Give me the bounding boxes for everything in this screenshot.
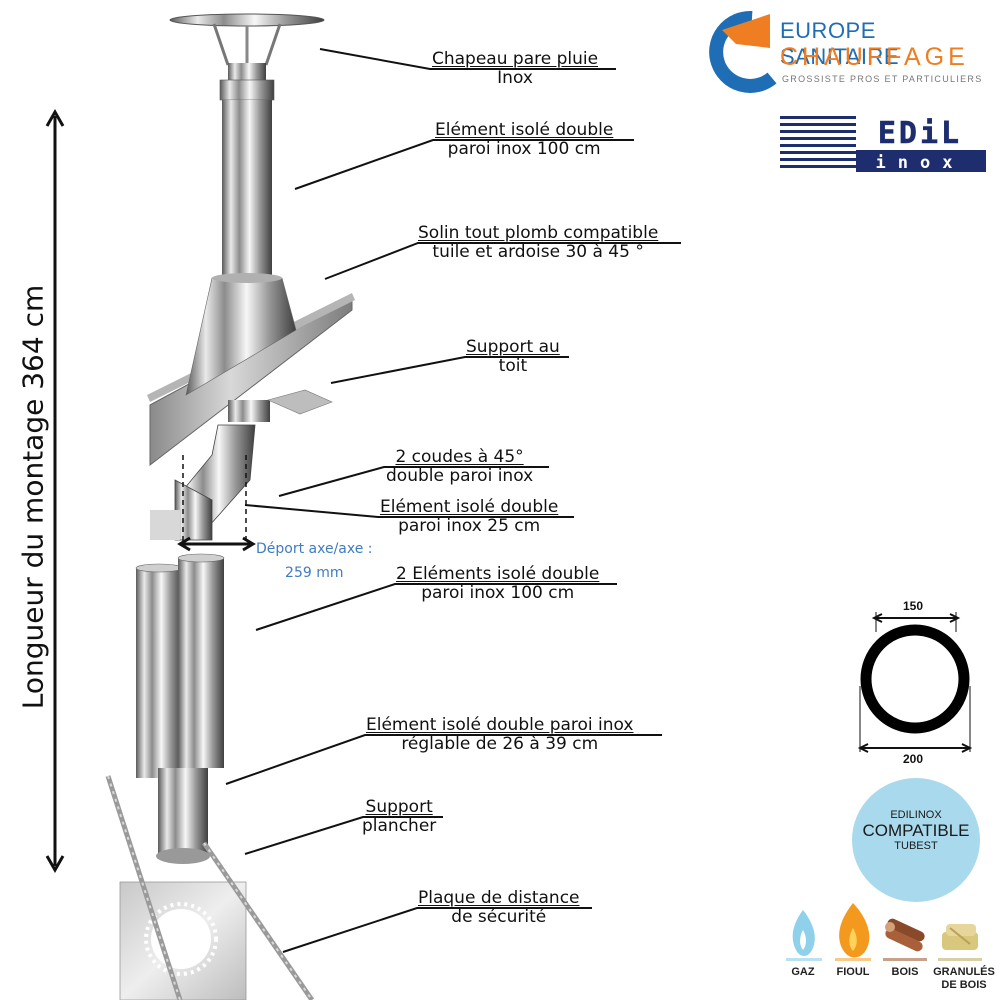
outer-diameter-label: 200 (903, 752, 924, 766)
wood-logs-icon (883, 918, 927, 961)
double-pipes (135, 553, 225, 778)
fuel-gas-label: GAZ (791, 966, 815, 978)
inner-diameter-label: 150 (903, 599, 924, 613)
fuel-pellets-label: GRANULÉS DE BOIS (933, 966, 995, 991)
gas-flame-icon (786, 910, 822, 961)
montage-length-label: Longueur du montage 364 cm (16, 284, 50, 710)
offset-label: Déport axe/axe :259 mm (256, 541, 373, 581)
brand-subname: CHAUFFAGE (780, 43, 969, 71)
brand-name: EUROPE SANITAIRE (780, 18, 900, 69)
compatible-badge: EDILINOX COMPATIBLE TUBEST (852, 778, 980, 902)
top-pipe (219, 79, 275, 280)
edil-top-text: EDiL (878, 116, 962, 151)
edil-inox-logo: EDiL inox (780, 110, 986, 174)
safety-plate (119, 881, 247, 1000)
elbows (150, 424, 256, 541)
pipe-section-icon (857, 612, 973, 753)
fuel-oil-label: FIOUL (836, 966, 870, 978)
offset-arrow (177, 455, 256, 552)
wood-pellets-icon (938, 924, 982, 961)
brand-logo-icon (709, 10, 777, 93)
oil-flame-icon (835, 903, 871, 961)
height-arrow (45, 108, 65, 874)
floor-support (105, 775, 315, 1000)
edil-bottom-text: inox (876, 153, 965, 173)
roof-support (228, 389, 333, 422)
fuel-wood-label: BOIS (891, 966, 919, 978)
label-coudes: 2 coudes à 45°double paroi inox (386, 447, 534, 486)
brand-tagline: GROSSISTE PROS ET PARTICULIERS (782, 74, 983, 84)
roof-flashing (147, 273, 355, 467)
rain-cap (169, 13, 325, 81)
adjustable-element (156, 768, 210, 864)
leader-lines (225, 48, 681, 953)
